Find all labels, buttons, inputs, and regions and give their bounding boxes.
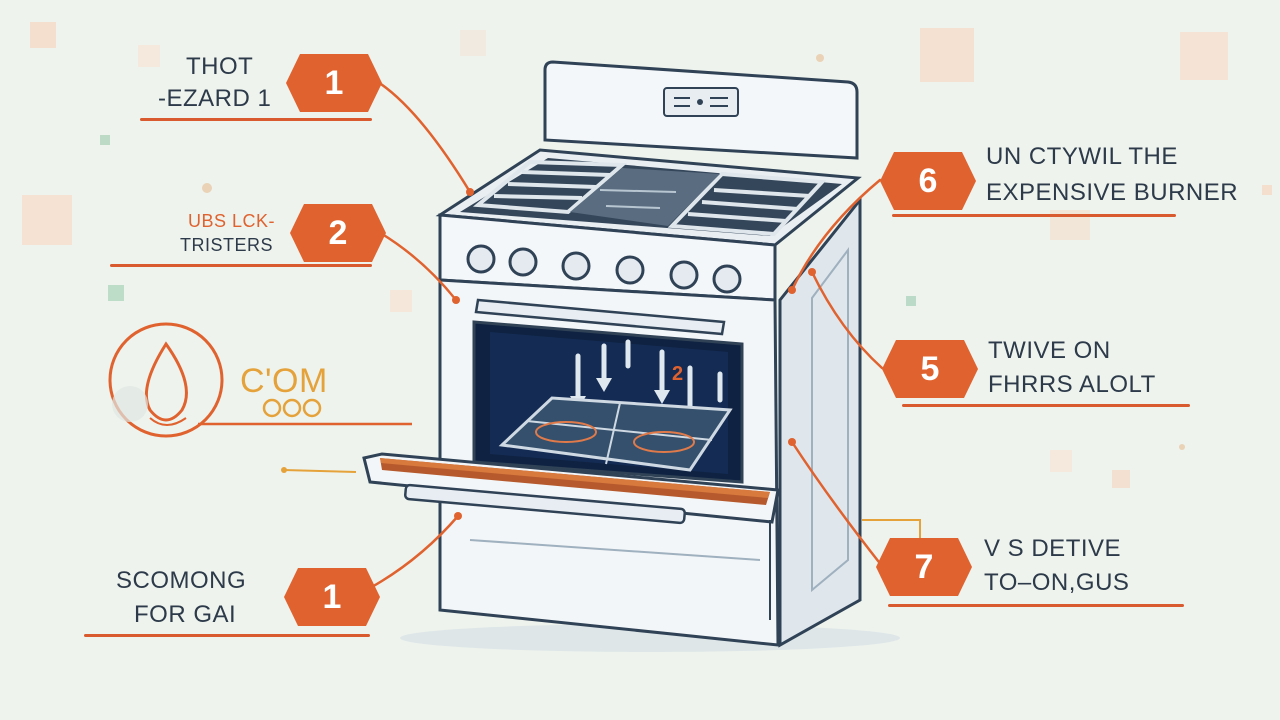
oven-marker: 2 [672, 363, 683, 385]
callout-3-underline [84, 634, 370, 637]
callout-7-number: 7 [914, 547, 934, 586]
callout-7-line-2: TO–ON,GUS [984, 569, 1130, 596]
callout-1-badge: 1 [286, 54, 382, 112]
callout-6-line-2: EXPENSIVE BURNER [986, 179, 1239, 206]
callout-5-underline [902, 404, 1190, 407]
callout-3-badge: 1 [284, 568, 380, 626]
callout-6-number: 6 [918, 161, 938, 200]
callout-6-line-1: UN CTYWIL THE [986, 143, 1178, 170]
callout-5-number: 5 [920, 349, 940, 388]
callout-6-underline [892, 214, 1176, 217]
callout-5-badge: 5 [882, 340, 978, 398]
callout-3-line-2: FOR GAI [134, 601, 237, 628]
callout-1-line-2: -EZARD 1 [158, 85, 272, 112]
callout-2-badge: 2 [290, 204, 386, 262]
callout-7-line-1: V S DETIVE [984, 535, 1122, 562]
flame-icon [108, 322, 224, 438]
callout-7-underline [888, 604, 1184, 607]
callout-3-line-1: SCOMONG [116, 567, 247, 594]
callout-2-underline [110, 264, 372, 267]
callout-1-line-1: THOT [186, 53, 254, 80]
callout-5-line-2: FHRRS ALOLT [988, 371, 1156, 398]
callout-5-line-1: TWIVE ON [988, 337, 1111, 364]
callout-1-number: 1 [324, 63, 344, 102]
callout-7-badge: 7 [876, 538, 972, 596]
callout-3-number: 1 [322, 577, 342, 616]
callout-6-badge: 6 [880, 152, 976, 210]
flame-label: C'OM [240, 362, 328, 400]
callout-2-line-2: TRISTERS [180, 235, 274, 255]
callout-2-number: 2 [328, 213, 348, 252]
callout-1-underline [140, 118, 372, 121]
callout-2-line-1: UBS LCK- [188, 211, 276, 231]
